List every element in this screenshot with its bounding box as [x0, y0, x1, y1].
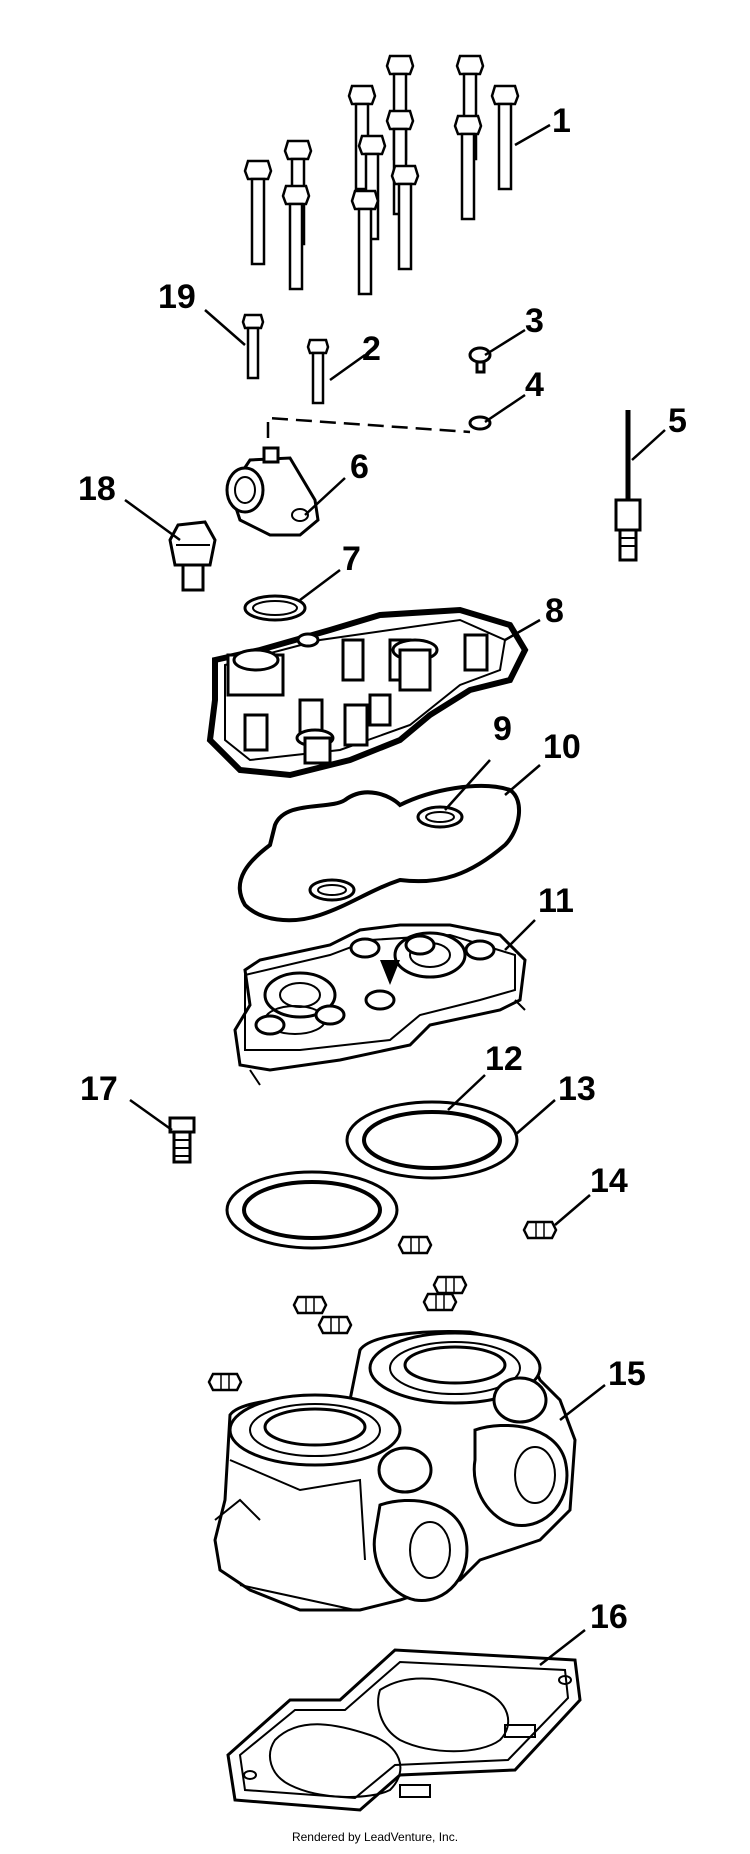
- o-ring-part-7: [243, 594, 307, 622]
- plug-part-17: [168, 1116, 196, 1164]
- callout-1: 1: [552, 102, 571, 140]
- cover-gasket-part-10: [237, 783, 522, 923]
- callout-labels: 1 2 3 4 5 6 7 8 9 10 11 12 13 14 15 16 1…: [78, 102, 687, 1636]
- head-cover-part-8: [206, 606, 529, 779]
- callout-16: 16: [590, 1598, 628, 1636]
- callout-14: 14: [590, 1162, 628, 1200]
- callout-12: 12: [485, 1040, 523, 1078]
- fitting-part-18: [168, 520, 217, 592]
- cylinder-block-part-15: [213, 1330, 577, 1612]
- callout-5: 5: [668, 402, 687, 440]
- callout-15: 15: [608, 1355, 646, 1393]
- callout-2: 2: [362, 330, 381, 368]
- callout-11: 11: [538, 882, 574, 920]
- o-rings-part-12-13-left: [225, 1170, 399, 1250]
- callout-7: 7: [342, 540, 361, 578]
- sensor-part-5: [614, 410, 642, 562]
- callout-6: 6: [350, 448, 369, 486]
- callout-8: 8: [545, 592, 564, 630]
- bolt-part-2: [306, 338, 330, 405]
- base-gasket-part-16: [226, 1648, 582, 1812]
- callout-9: 9: [493, 710, 512, 748]
- callout-19: 19: [158, 278, 196, 316]
- cylinder-head-part-11: [233, 923, 527, 1086]
- o-ring-part-9-lower: [308, 878, 356, 902]
- o-rings-part-12-13-right: [345, 1100, 519, 1180]
- callout-10: 10: [543, 728, 581, 766]
- head-bolts-part-1: [243, 54, 520, 296]
- screw-part-3: [468, 346, 492, 374]
- callout-4: 4: [525, 366, 544, 404]
- o-ring-part-9-upper: [416, 805, 464, 829]
- bolt-part-19: [241, 313, 265, 380]
- callout-3: 3: [525, 302, 544, 340]
- footer-credit: Rendered by LeadVenture, Inc.: [291, 1830, 459, 1844]
- connection-line: [266, 416, 471, 438]
- callout-13: 13: [558, 1070, 596, 1108]
- callout-17: 17: [80, 1070, 118, 1108]
- outlet-fitting-part-6: [225, 446, 320, 537]
- callout-18: 18: [78, 470, 116, 508]
- leader-lines: [124, 123, 666, 1666]
- nut-part-4: [468, 415, 492, 431]
